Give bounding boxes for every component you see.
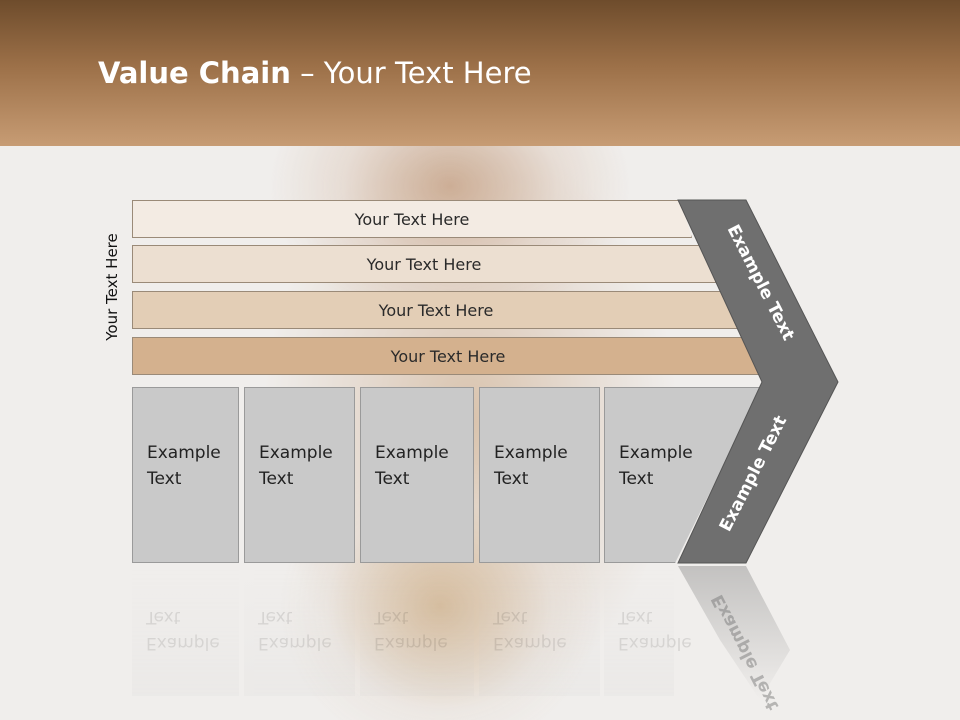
box-line2: Text <box>375 469 410 489</box>
row-label: Your Text Here <box>390 346 506 366</box>
row-4: Your Text Here <box>132 337 764 375</box>
box-line1: Example <box>619 443 693 463</box>
box-line2: Text <box>619 469 654 489</box>
chevron-reflection <box>678 566 790 700</box>
title-rest: – Your Text Here <box>290 56 532 90</box>
box-line2: Text <box>494 469 529 489</box>
row-3: Your Text Here <box>132 291 740 329</box>
box-line1: Example <box>147 443 221 463</box>
box-line1: Example <box>494 443 568 463</box>
row-label: Your Text Here <box>366 254 482 274</box>
row-2: Your Text Here <box>132 245 716 283</box>
title-bold: Value Chain <box>98 56 291 90</box>
row-label: Your Text Here <box>354 209 470 229</box>
box-line2: Text <box>147 469 182 489</box>
row-label: Your Text Here <box>378 300 494 320</box>
chevron-arrow <box>677 199 839 564</box>
box-line1: Example <box>375 443 449 463</box>
box-line2: Text <box>259 469 294 489</box>
slide-title: Value Chain – Your Text Here <box>98 56 532 90</box>
header-band: Value Chain – Your Text Here <box>0 0 960 146</box>
row-1: Your Text Here <box>132 200 692 238</box>
box-line1: Example <box>259 443 333 463</box>
